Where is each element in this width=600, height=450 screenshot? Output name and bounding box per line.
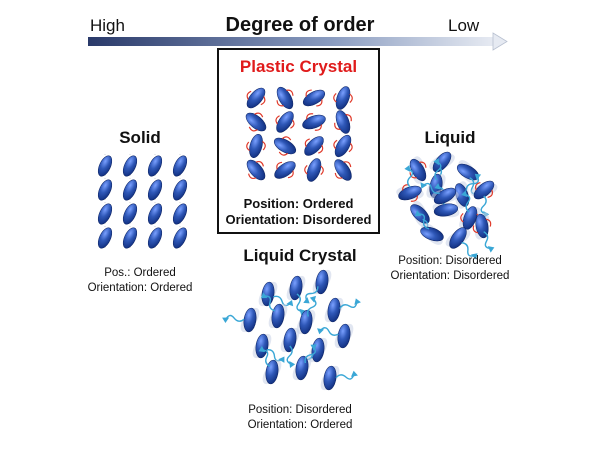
molecule: [122, 155, 138, 177]
plastic-crystal-molecule-grid: [245, 86, 353, 182]
molecule: [122, 227, 138, 249]
molecule: [334, 110, 352, 134]
molecule: [333, 86, 353, 110]
molecule: [324, 297, 361, 323]
molecule: [275, 111, 295, 133]
molecule: [97, 179, 113, 201]
liquid-crystal-molecule-cluster: [222, 269, 361, 391]
molecule: [302, 89, 326, 107]
molecule: [470, 180, 498, 219]
molecule: [260, 292, 288, 329]
molecule: [320, 365, 358, 391]
axis-title: Degree of order: [225, 14, 375, 36]
solid-title: Solid: [119, 128, 161, 147]
molecule: [172, 227, 188, 249]
molecule: [97, 227, 113, 249]
molecule: [147, 179, 163, 201]
liquid-caption-2: Orientation: Disordered: [390, 270, 510, 282]
molecule: [172, 179, 188, 201]
molecule: [302, 113, 326, 131]
solid-caption-2: Orientation: Ordered: [87, 282, 193, 294]
molecule: [292, 344, 317, 381]
molecule: [396, 164, 424, 202]
molecule: [303, 269, 332, 304]
plastic-crystal-caption-2: Orientation: Disordered: [225, 212, 372, 227]
liquid-crystal-title: Liquid Crystal: [243, 246, 357, 265]
molecule: [420, 182, 459, 205]
solid-caption-1: Pos.: Ordered: [104, 267, 176, 279]
molecule: [147, 227, 163, 249]
liquid-caption-1: Position: Disordered: [398, 255, 502, 267]
order-arrow: [88, 32, 508, 51]
molecule: [276, 86, 294, 110]
molecule: [333, 134, 353, 158]
solid-molecule-grid: [97, 154, 188, 250]
molecule: [246, 159, 266, 181]
liquid-molecule-cluster: [396, 151, 498, 260]
molecule: [472, 212, 495, 253]
molecule: [222, 307, 260, 333]
plastic-crystal-panel: [217, 48, 380, 234]
molecule: [97, 203, 113, 225]
molecule: [274, 161, 296, 179]
molecule: [334, 159, 352, 181]
axis-high-label: High: [90, 16, 125, 35]
molecule: [445, 227, 478, 260]
liquid-crystal-caption-1: Position: Disordered: [248, 404, 352, 416]
molecule: [286, 275, 306, 316]
molecule: [258, 281, 294, 307]
molecule: [317, 323, 354, 349]
axis-low-label: Low: [448, 16, 480, 35]
molecule: [246, 134, 266, 158]
molecule: [459, 190, 481, 230]
molecule: [122, 203, 138, 225]
molecule: [304, 158, 324, 182]
molecule: [246, 87, 266, 109]
molecule: [147, 155, 163, 177]
molecule: [409, 156, 427, 184]
molecule: [245, 112, 267, 132]
liquid-crystal-caption-2: Orientation: Ordered: [247, 419, 353, 431]
plastic-crystal-caption-1: Position: Ordered: [243, 196, 354, 211]
molecule: [172, 155, 188, 177]
molecule: [296, 295, 317, 335]
molecule: [122, 179, 138, 201]
liquid-title: Liquid: [424, 128, 476, 147]
molecule: [414, 210, 444, 245]
molecule: [172, 203, 188, 225]
plastic-crystal-title: Plastic Crystal: [239, 57, 358, 76]
molecule: [97, 155, 113, 177]
molecule: [280, 327, 300, 369]
molecule: [147, 203, 163, 225]
molecule: [258, 345, 282, 385]
molecule: [273, 136, 297, 156]
